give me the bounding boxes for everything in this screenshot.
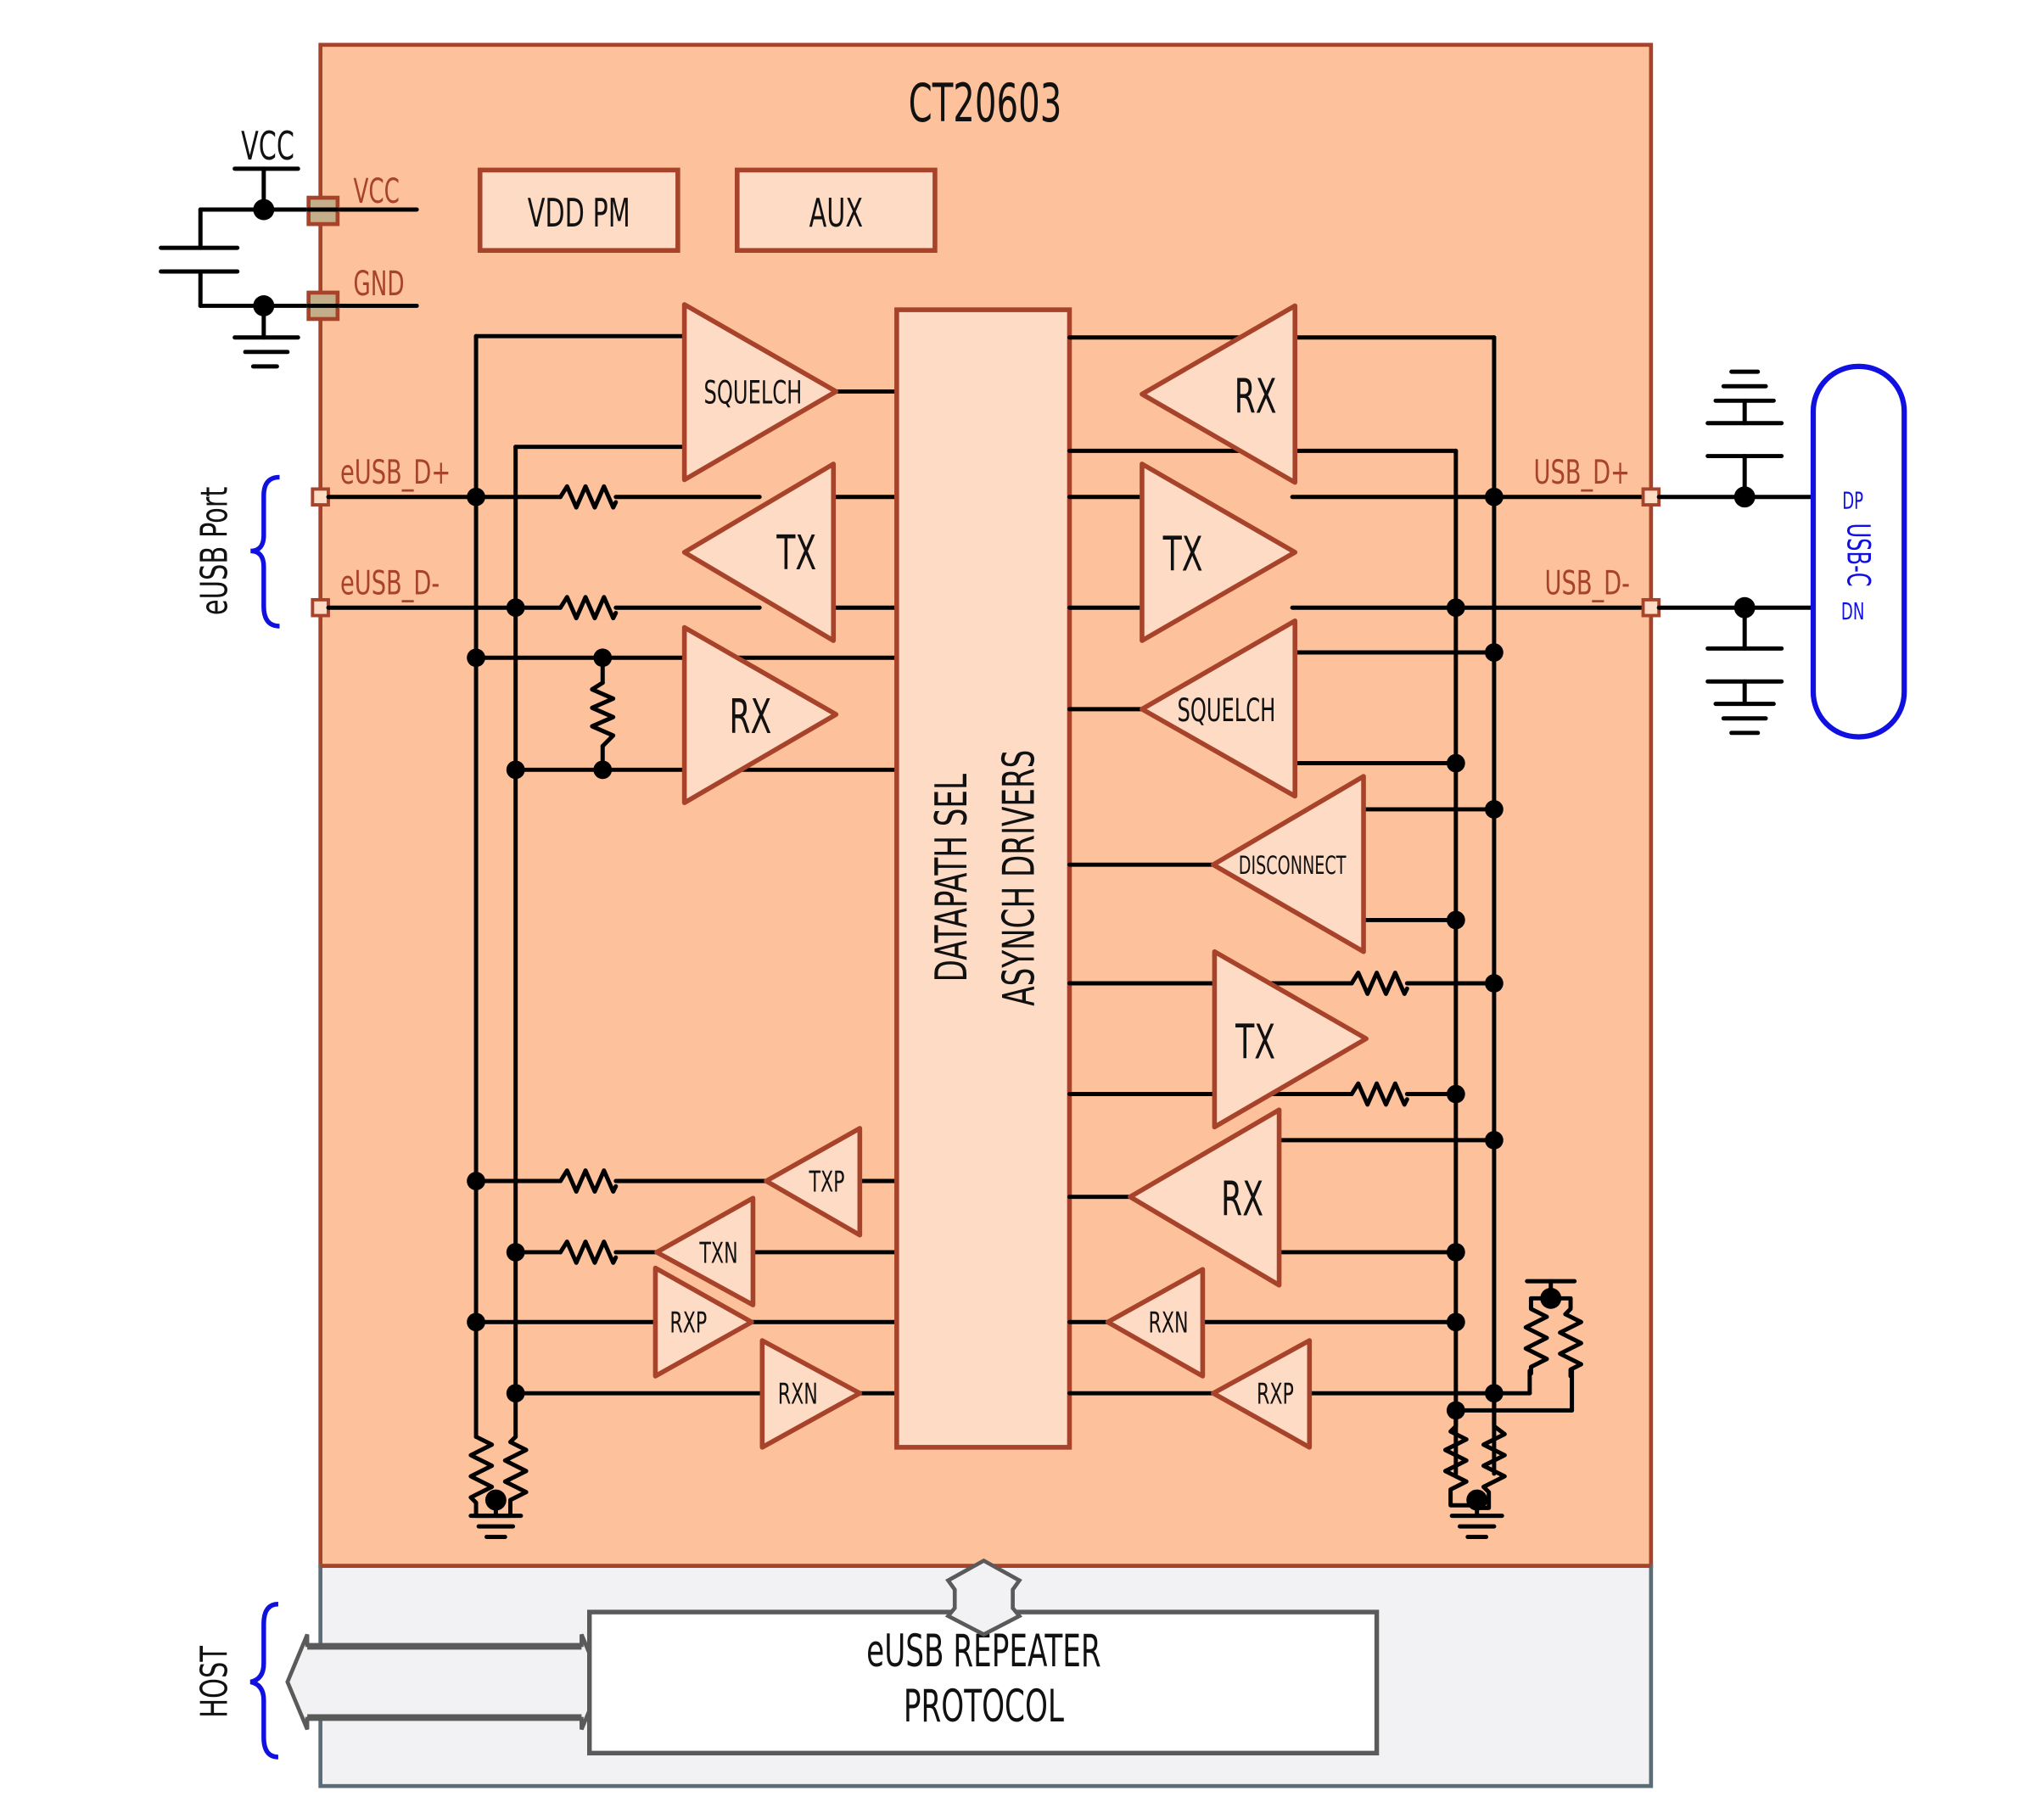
right-squelch-amp: SQUELCH [1140, 618, 1298, 799]
resistor-icon [1472, 1391, 1507, 1510]
usb-dp-label: USB_D+ [1534, 455, 1630, 493]
aux-block: AUX [734, 167, 938, 253]
svg-text:RX: RX [1235, 370, 1277, 424]
resistor-icon [1442, 1408, 1482, 1508]
svg-text:RX: RX [729, 690, 771, 744]
eusb-port: eUSB Port eUSB_D+ eUSB_D- [193, 455, 451, 629]
svg-text:RX: RX [1221, 1173, 1263, 1227]
resistor-icon [1523, 1296, 1554, 1376]
svg-text:TXP: TXP [809, 1165, 845, 1199]
svg-text:SQUELCH: SQUELCH [704, 374, 803, 411]
svg-text:SQUELCH: SQUELCH [1178, 691, 1276, 729]
usb-dp-pin [1641, 487, 1661, 507]
host-label: HOST [193, 1645, 236, 1717]
protocol-label-2: PROTOCOL [904, 1680, 1064, 1732]
datapath-label-1: DATAPATH SEL [926, 774, 977, 982]
right-resistors [1349, 971, 1583, 1540]
resistor-icon [558, 595, 619, 621]
supply-circuit: VCC VCC GND [159, 122, 419, 369]
left-rx-amp: RX [681, 624, 839, 805]
left-txp-amp: TXP [764, 1126, 863, 1238]
svg-text:TX: TX [1235, 1016, 1275, 1070]
svg-text:DISCONNECT: DISCONNECT [1239, 852, 1347, 881]
chip-title: CT20603 [909, 73, 1062, 134]
resistor-icon [1349, 1081, 1409, 1107]
eusb-port-label: eUSB Port [193, 487, 236, 615]
vcc-pin-label: VCC [354, 172, 400, 212]
svg-text:RXP: RXP [1257, 1378, 1294, 1412]
right-rxn-amp: RXN [1105, 1267, 1206, 1379]
right-rx-mid-amp: RX [1128, 1107, 1282, 1288]
right-bus-wires [1067, 335, 1646, 1476]
resistor-icon [558, 1240, 619, 1265]
vdd-pm-label: VDD PM [528, 190, 630, 237]
usb-c-dn-label: DN [1841, 597, 1865, 625]
left-rxn-amp: RXN [759, 1338, 863, 1450]
host-group: HOST [193, 1602, 279, 1760]
usb-dn-label: USB_D- [1545, 565, 1630, 603]
resistor-icon [493, 1434, 529, 1519]
left-bus-wires [326, 333, 899, 1439]
eusb-dn-label: eUSB_D- [340, 565, 440, 603]
resistor-icon [590, 680, 616, 748]
gnd-pin-label: GND [354, 264, 405, 304]
svg-text:RXN: RXN [1148, 1307, 1188, 1340]
vcc-rail-label: VCC [241, 122, 294, 169]
right-rx-top-amp: RX [1140, 303, 1298, 485]
host-brace [249, 1602, 279, 1760]
protocol-block: eUSB REPEATER PROTOCOL [587, 1609, 1380, 1756]
datapath-label-2: ASYNCH DRIVERS [994, 750, 1044, 1006]
svg-text:TX: TX [1162, 528, 1203, 582]
left-junctions [467, 487, 613, 1403]
resistor-icon [1349, 971, 1409, 996]
left-resistors [468, 484, 619, 1540]
usb-c-connector [1810, 363, 1907, 740]
svg-text:TX: TX [776, 527, 816, 581]
eusb-dn-pin [311, 597, 330, 618]
aux-label: AUX [809, 190, 863, 237]
resistor-icon [558, 484, 619, 510]
svg-text:RXP: RXP [669, 1307, 707, 1340]
resistor-icon [1548, 1296, 1583, 1379]
eusb-port-brace [250, 474, 280, 629]
eusb-dp-pin [311, 487, 330, 507]
usb-dn-pin [1641, 597, 1661, 618]
left-tx-amp: TX [681, 462, 837, 643]
eusb-dp-label: eUSB_D+ [340, 455, 451, 493]
usb-c-dp-label: DP [1842, 486, 1863, 514]
left-txn-amp: TXN [654, 1195, 756, 1307]
right-disconnect-amp: DISCONNECT [1211, 774, 1366, 954]
datapath-block: DATAPATH SEL ASYNCH DRIVERS [894, 307, 1072, 1450]
usb-c-label: USB-C [1840, 523, 1877, 586]
left-rxp-amp: RXP [652, 1265, 754, 1379]
resistor-icon [468, 1434, 497, 1519]
svg-text:TXN: TXN [699, 1236, 738, 1270]
chip-protocol-bidirectional-arrow [944, 1558, 1023, 1637]
right-rxp-amp: RXP [1211, 1338, 1313, 1450]
right-tx-top-amp: TX [1140, 462, 1298, 643]
resistor-icon [558, 1168, 619, 1194]
left-squelch-amp: SQUELCH [681, 302, 839, 483]
svg-text:RXN: RXN [778, 1378, 818, 1412]
right-junctions [1446, 487, 1504, 1420]
right-tx-mid-amp: TX [1212, 949, 1369, 1130]
usb-port: USB_D+ USB_D- DP USB-C DN [1534, 363, 1907, 740]
vdd-pm-block: VDD PM [477, 167, 680, 253]
